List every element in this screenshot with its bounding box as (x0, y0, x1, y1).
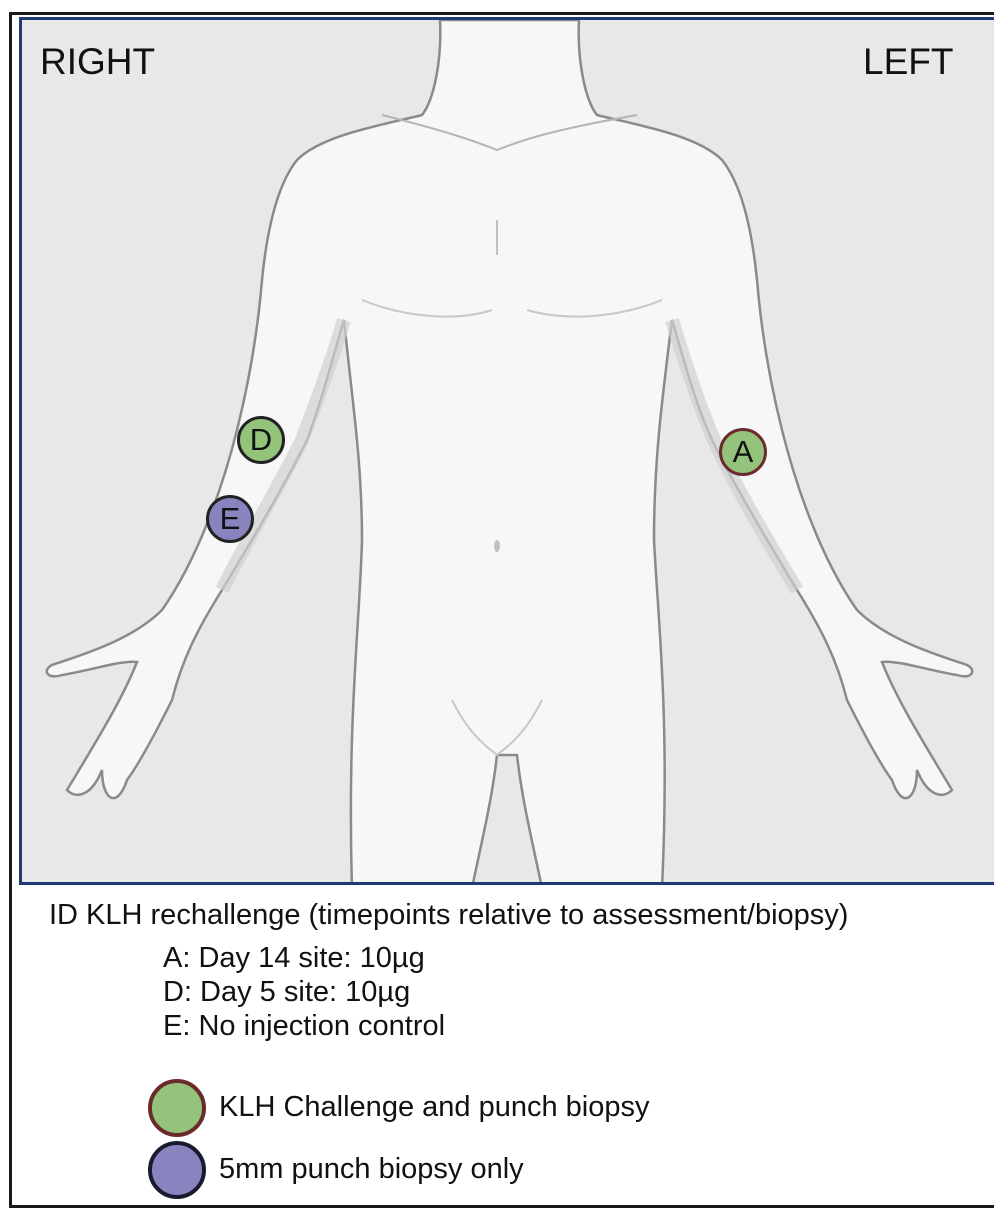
navel (494, 540, 500, 552)
caption-line-e: E: No injection control (163, 1010, 445, 1043)
legend-label-challenge: KLH Challenge and punch biopsy (219, 1091, 649, 1124)
site-marker-d: D (237, 416, 285, 464)
caption-line-d: D: Day 5 site: 10µg (163, 976, 410, 1009)
legend-swatch-biopsy (148, 1141, 206, 1199)
legend-label-biopsy: 5mm punch biopsy only (219, 1153, 524, 1186)
caption-title: ID KLH rechallenge (timepoints relative … (49, 899, 848, 932)
site-marker-e: E (206, 495, 254, 543)
left-side-label: LEFT (863, 41, 953, 83)
site-marker-a: A (719, 428, 767, 476)
legend-swatch-challenge (148, 1079, 206, 1137)
body-diagram-panel: RIGHT LEFT D E A (19, 17, 994, 885)
caption-line-a: A: Day 14 site: 10µg (163, 942, 425, 975)
torso-silhouette (47, 20, 972, 885)
body-outline-illustration (22, 20, 994, 885)
right-side-label: RIGHT (40, 41, 155, 83)
